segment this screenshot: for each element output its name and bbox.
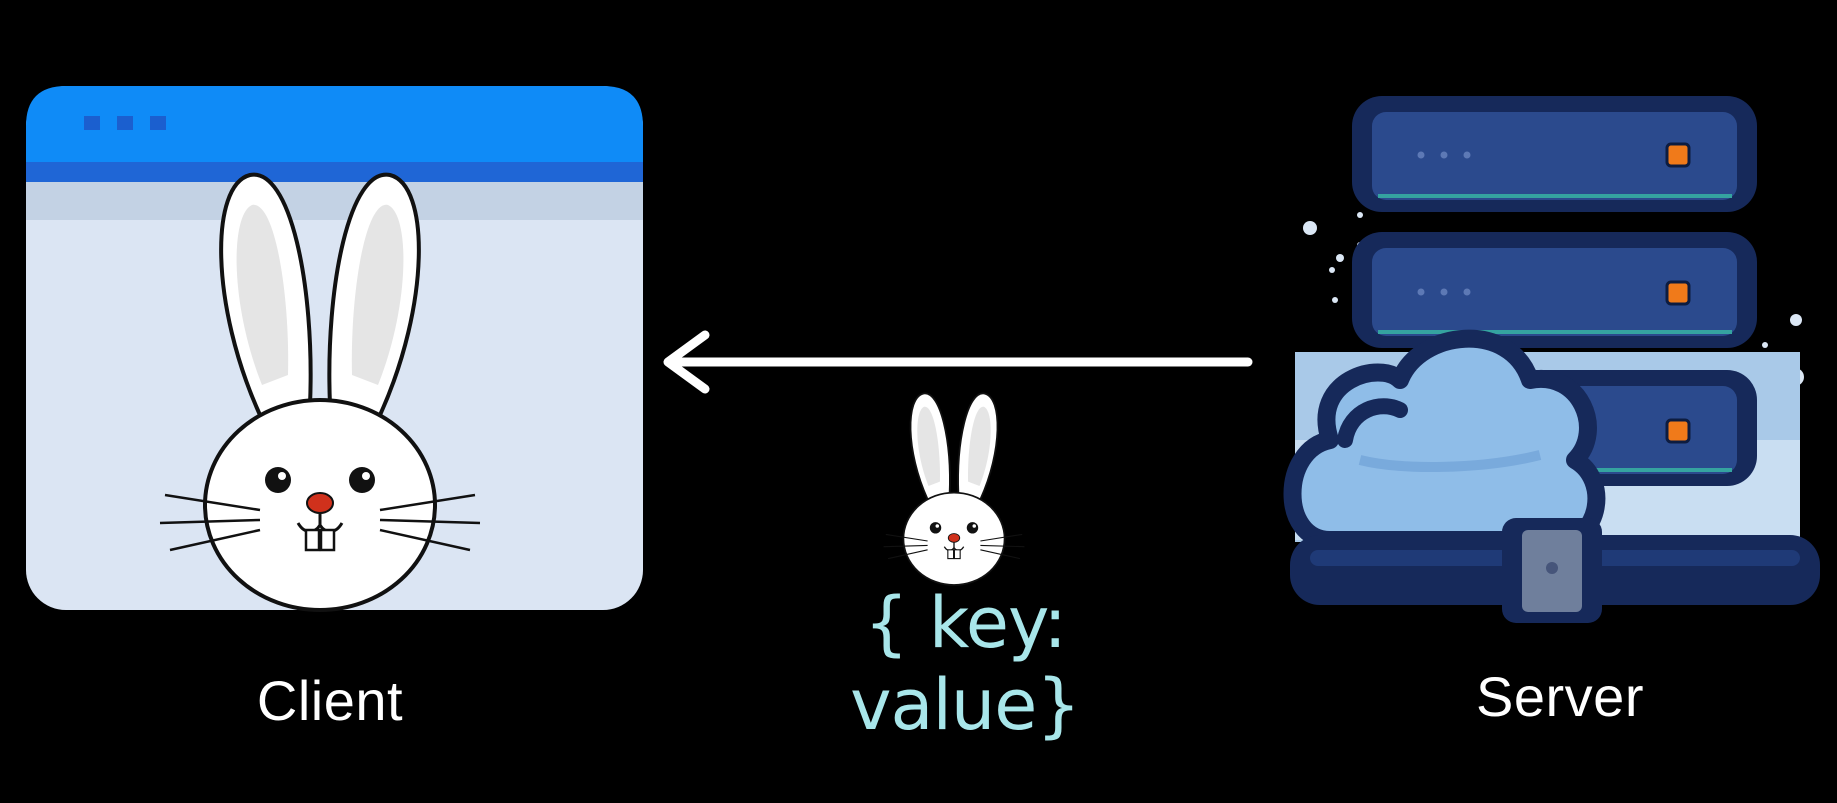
server-label: Server bbox=[1476, 665, 1644, 728]
server-illustration bbox=[1283, 96, 1820, 623]
window-dot-icon bbox=[117, 116, 133, 130]
server-led-icon bbox=[1665, 418, 1691, 444]
server-rack-unit bbox=[1352, 232, 1757, 348]
payload-label: { key: value} bbox=[850, 582, 1081, 746]
window-dot-icon bbox=[150, 116, 166, 130]
client-label: Client bbox=[256, 669, 404, 732]
response-arrow bbox=[663, 330, 1253, 394]
server-led-icon bbox=[1665, 280, 1691, 306]
server-led-icon bbox=[1665, 142, 1691, 168]
payload-bunny-icon bbox=[882, 392, 1026, 586]
server-rack-unit bbox=[1352, 96, 1757, 212]
cloud-icon bbox=[1283, 329, 1606, 549]
window-dot-icon bbox=[84, 116, 100, 130]
